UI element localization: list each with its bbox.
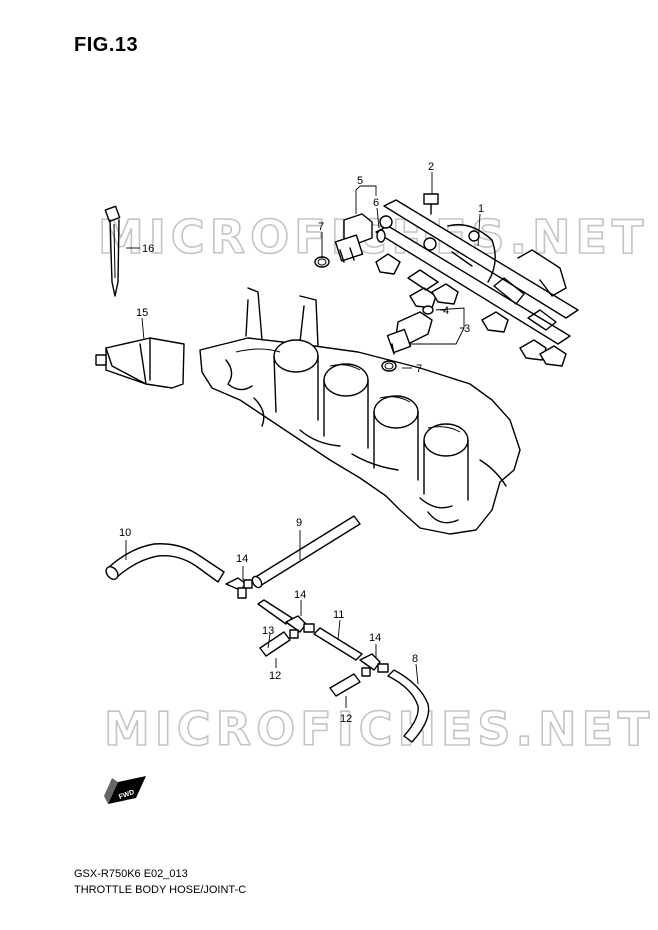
joint-14-b [285, 615, 315, 639]
hose-13 [257, 599, 293, 625]
injector-upper [314, 213, 386, 268]
joint-14-c [359, 653, 389, 677]
callout-7-upper: 7 [318, 221, 324, 233]
hose-bent-left [105, 543, 225, 583]
callout-1: 1 [478, 203, 484, 215]
callout-16: 16 [142, 243, 154, 255]
callout-12-b: 12 [340, 713, 352, 725]
callout-2: 2 [428, 161, 434, 173]
leader-lines [125, 172, 481, 708]
joint-14-a [225, 577, 253, 599]
injector-lower [381, 305, 434, 372]
callout-14-c: 14 [369, 632, 381, 644]
callout-12-a: 12 [269, 670, 281, 682]
callout-14-b: 14 [294, 589, 306, 601]
throttle-body-assembly [199, 287, 521, 535]
callout-14-a: 14 [236, 553, 248, 565]
cover-part [95, 337, 185, 389]
callout-6: 6 [373, 197, 379, 209]
callout-10: 10 [119, 527, 131, 539]
callout-9: 9 [296, 517, 302, 529]
callout-5: 5 [357, 175, 363, 187]
footer-figure-name: THROTTLE BODY HOSE/JOINT-C [74, 884, 247, 896]
callout-3: 3 [464, 323, 470, 335]
watermark-bottom: MICROFICHES.NET [104, 702, 654, 756]
watermark-top: MICROFICHES.NET [98, 210, 648, 264]
callout-15: 15 [136, 307, 148, 319]
callout-11: 11 [333, 609, 344, 621]
callout-8: 8 [412, 653, 418, 665]
hose-12-b [329, 673, 361, 697]
hose-12-a [259, 631, 291, 657]
callout-4: 4 [443, 305, 449, 317]
hose-straight-9 [251, 515, 361, 589]
hose-11 [313, 627, 363, 661]
bolt [423, 193, 439, 215]
callout-7-lower: 7 [416, 363, 422, 375]
fwd-direction-badge: FWD [104, 776, 146, 804]
footer-model-code: GSX-R750K6 E02_013 [74, 868, 188, 880]
cable-tie [104, 205, 121, 297]
figure-title: FIG.13 [74, 34, 139, 56]
callout-13: 13 [262, 625, 274, 637]
hose-bent-right [387, 669, 430, 743]
